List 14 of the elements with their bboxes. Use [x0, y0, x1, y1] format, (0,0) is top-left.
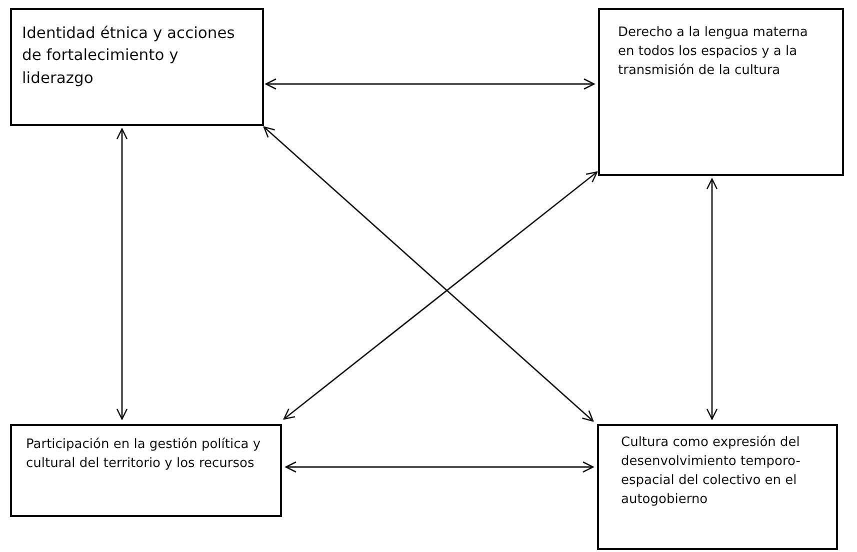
box-text: Derecho a la lengua materna en todos los espacios y a la transmisión de la cultura: [618, 24, 809, 80]
box-text: Cultura como expresión del desenvolvimiento temporo-espacial del colectivo en el autogobierno: [621, 434, 802, 509]
double-arrow: [265, 78, 595, 90]
double-arrow: [283, 171, 598, 420]
concept-box: [10, 424, 282, 517]
double-arrow: [285, 461, 594, 473]
box-text: Identidad étnica y acciones de fortalecimiento y liderazgo: [22, 23, 236, 89]
concept-box: [597, 424, 838, 550]
double-arrow: [263, 126, 594, 422]
concept-box: [598, 8, 844, 176]
concept-box: [10, 8, 264, 126]
double-arrow: [706, 178, 718, 420]
double-arrow: [116, 128, 128, 420]
box-text: Participación en la gestión política y cultural del territorio y los recursos: [26, 436, 262, 473]
